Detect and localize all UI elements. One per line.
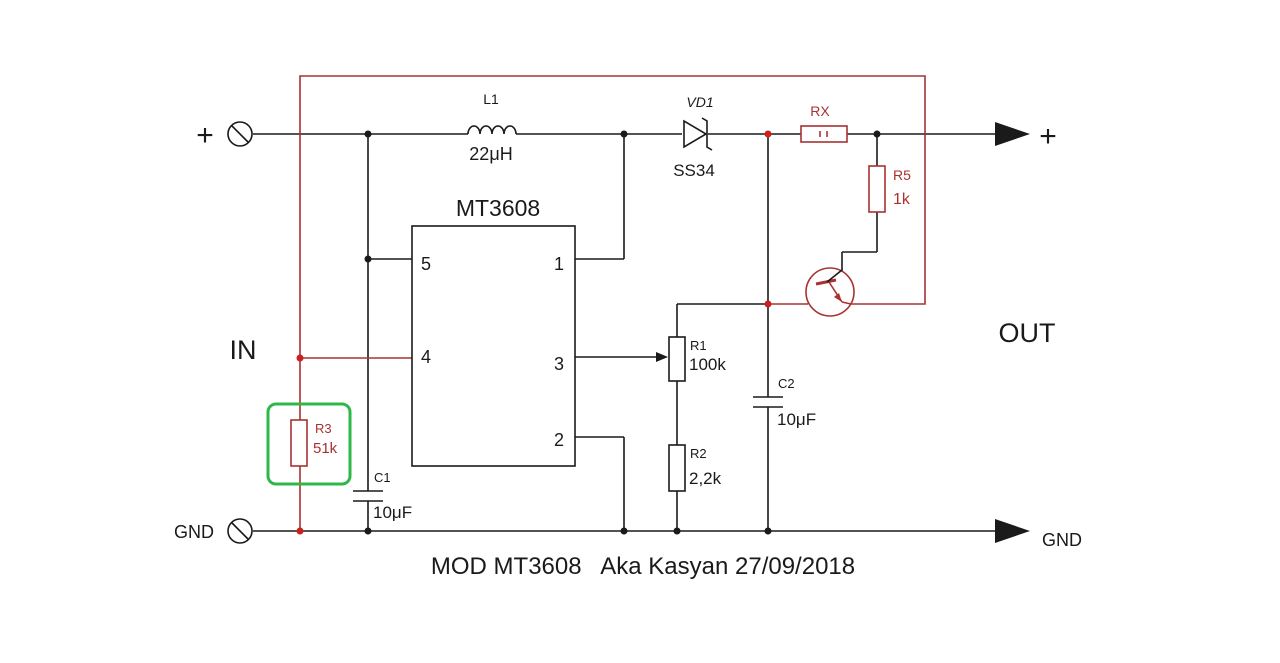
r2-value: 2,2k bbox=[689, 469, 722, 488]
resistor-r3: R3 51k bbox=[266, 402, 352, 486]
r3-ref: R3 bbox=[315, 421, 332, 436]
c2-ref: C2 bbox=[778, 376, 795, 391]
l1-ref: L1 bbox=[483, 91, 499, 107]
out-label: OUT bbox=[999, 318, 1056, 348]
capacitor-c2: C2 10μF bbox=[753, 376, 816, 429]
plus-out-label: + bbox=[1039, 120, 1057, 153]
capacitor-c1: C1 10μF bbox=[353, 470, 412, 522]
r3-highlight-box bbox=[266, 402, 352, 486]
r5-value: 1k bbox=[893, 191, 911, 208]
ic-mt3608: MT3608 5 1 4 3 2 bbox=[411, 195, 576, 467]
rx-ref: RX bbox=[810, 103, 830, 119]
input-plus-terminal: + bbox=[196, 119, 253, 152]
output-plus-arrow: + bbox=[995, 120, 1057, 153]
diode-vd1: VD1 SS34 bbox=[673, 94, 715, 180]
transistor bbox=[805, 267, 855, 317]
in-label: IN bbox=[230, 335, 257, 365]
input-gnd-terminal: GND bbox=[174, 518, 253, 544]
gnd-in-label: GND bbox=[174, 522, 214, 542]
c1-value: 10μF bbox=[373, 503, 412, 522]
ic-pin-4: 4 bbox=[421, 347, 431, 367]
r1-value: 100k bbox=[689, 355, 726, 374]
junction-dots bbox=[296, 130, 881, 535]
red-wires bbox=[299, 75, 926, 531]
resistor-r1: R1 100k bbox=[668, 336, 726, 382]
ic-pin-5: 5 bbox=[421, 254, 431, 274]
plus-in-label: + bbox=[196, 119, 214, 152]
output-gnd-arrow: GND bbox=[995, 519, 1082, 550]
ic-pin-2: 2 bbox=[554, 430, 564, 450]
r1-ref: R1 bbox=[690, 338, 707, 353]
inductor-l1: L1 22μH bbox=[467, 91, 517, 164]
gnd-out-label: GND bbox=[1042, 530, 1082, 550]
c1-ref: C1 bbox=[374, 470, 391, 485]
r5-ref: R5 bbox=[893, 167, 911, 183]
r2-ref: R2 bbox=[690, 446, 707, 461]
resistor-rx: RX bbox=[800, 103, 848, 143]
r3-value: 51k bbox=[313, 440, 338, 457]
ic-pin-3: 3 bbox=[554, 354, 564, 374]
vd1-value: SS34 bbox=[673, 161, 715, 180]
ic-name: MT3608 bbox=[456, 195, 540, 221]
ic-pin-1: 1 bbox=[554, 254, 564, 274]
c2-value: 10μF bbox=[777, 410, 816, 429]
footer-caption: MOD MT3608 Aka Kasyan 27/09/2018 bbox=[431, 553, 855, 580]
resistor-r5: R5 1k bbox=[868, 165, 911, 213]
vd1-ref: VD1 bbox=[686, 94, 713, 110]
resistor-r2: R2 2,2k bbox=[668, 444, 722, 492]
l1-value: 22μH bbox=[469, 144, 512, 164]
